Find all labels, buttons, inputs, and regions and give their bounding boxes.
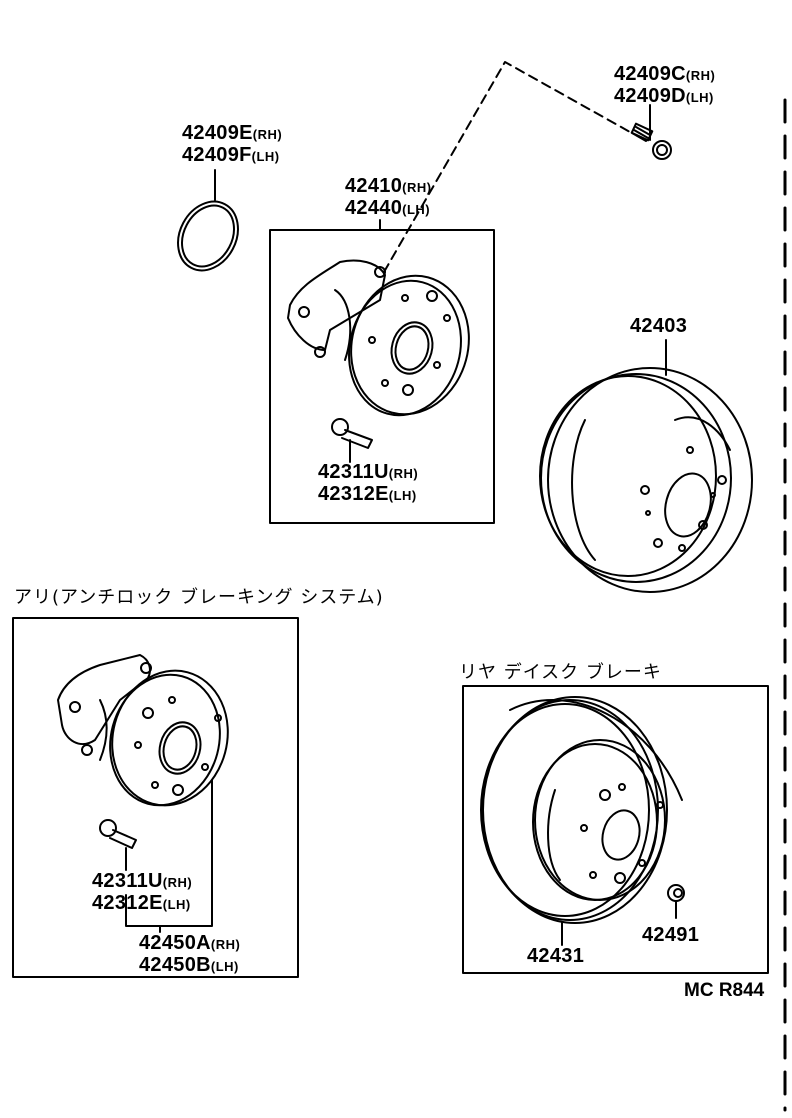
part-label-o-ring: 42409E(RH) 42409F(LH): [182, 122, 283, 166]
part-label-abs-hub-assembly: 42450A(RH) 42450B(LH): [139, 932, 241, 976]
leader-dashed-line: [383, 61, 631, 273]
hub-bearing-icon: [287, 259, 470, 417]
part-label-hub-stud: 42311U(RH) 42312E(LH): [318, 461, 419, 505]
figure-code: MC R844: [684, 980, 765, 1001]
section-title-rear-disc: リヤ デイスク ブレーキ: [459, 662, 662, 683]
o-ring-icon: [177, 169, 239, 272]
part-label-brake-drum: 42403: [630, 315, 688, 337]
part-label-disc-rotor: 42431: [527, 945, 585, 967]
hub-stud-icon: [331, 418, 373, 463]
rotor-screw-icon: [667, 884, 685, 919]
part-label-abs-hub-stud: 42311U(RH) 42312E(LH): [92, 870, 193, 914]
section-title-abs: アリ(アンチロック ブレーキング システム): [14, 587, 384, 608]
abs-hub-stud-icon: [99, 819, 137, 871]
hub-bearing-box: [269, 229, 495, 524]
abs-hub-assembly-icon: [57, 654, 229, 933]
hub-bolt-icon: [630, 104, 672, 160]
part-label-hub-bearing: 42410(RH) 42440(LH): [345, 175, 432, 219]
rear-disc-section-box: [462, 685, 769, 974]
disc-rotor-icon: [480, 696, 683, 946]
abs-section-box: [12, 617, 299, 978]
part-label-rotor-screw: 42491: [642, 924, 700, 946]
brake-drum-icon: [539, 339, 753, 593]
part-label-hub-bolt: 42409C(RH) 42409D(LH): [614, 63, 716, 107]
